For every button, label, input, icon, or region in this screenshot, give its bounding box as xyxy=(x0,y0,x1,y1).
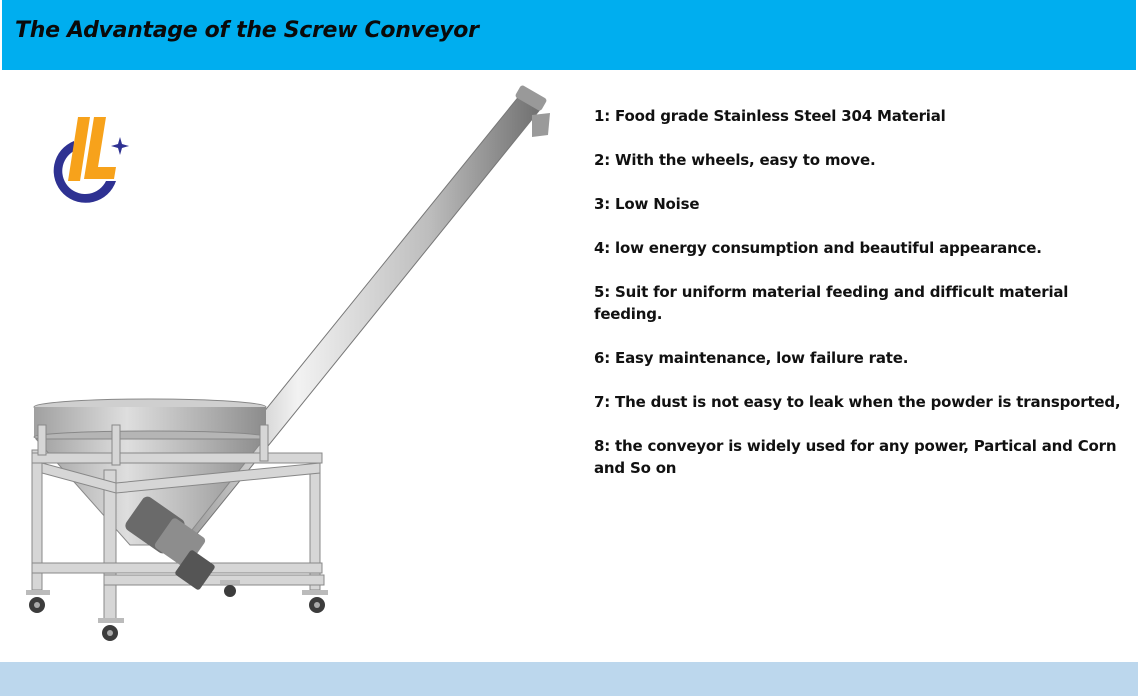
advantage-item: 7: The dust is not easy to leak when the… xyxy=(594,393,1121,411)
advantage-item: 2: With the wheels, easy to move. xyxy=(594,151,876,169)
advantage-item: 4: low energy consumption and beautiful … xyxy=(594,239,1042,257)
header-banner: The Advantage of the Screw Conveyor xyxy=(2,0,1136,70)
advantage-item: 1: Food grade Stainless Steel 304 Materi… xyxy=(594,107,946,125)
advantage-item: 3: Low Noise xyxy=(594,195,700,213)
footer-banner xyxy=(0,662,1138,696)
page-title: The Advantage of the Screw Conveyor xyxy=(15,18,479,43)
screw-conveyor-machine-image xyxy=(26,85,550,641)
advantage-item: 8: the conveyor is widely used for any p… xyxy=(594,437,1117,477)
company-logo-icon xyxy=(53,117,129,203)
advantage-item: 6: Easy maintenance, low failure rate. xyxy=(594,349,909,367)
advantages-list: 1: Food grade Stainless Steel 304 Materi… xyxy=(594,105,1124,501)
advantage-item: 5: Suit for uniform material feeding and… xyxy=(594,283,1069,323)
